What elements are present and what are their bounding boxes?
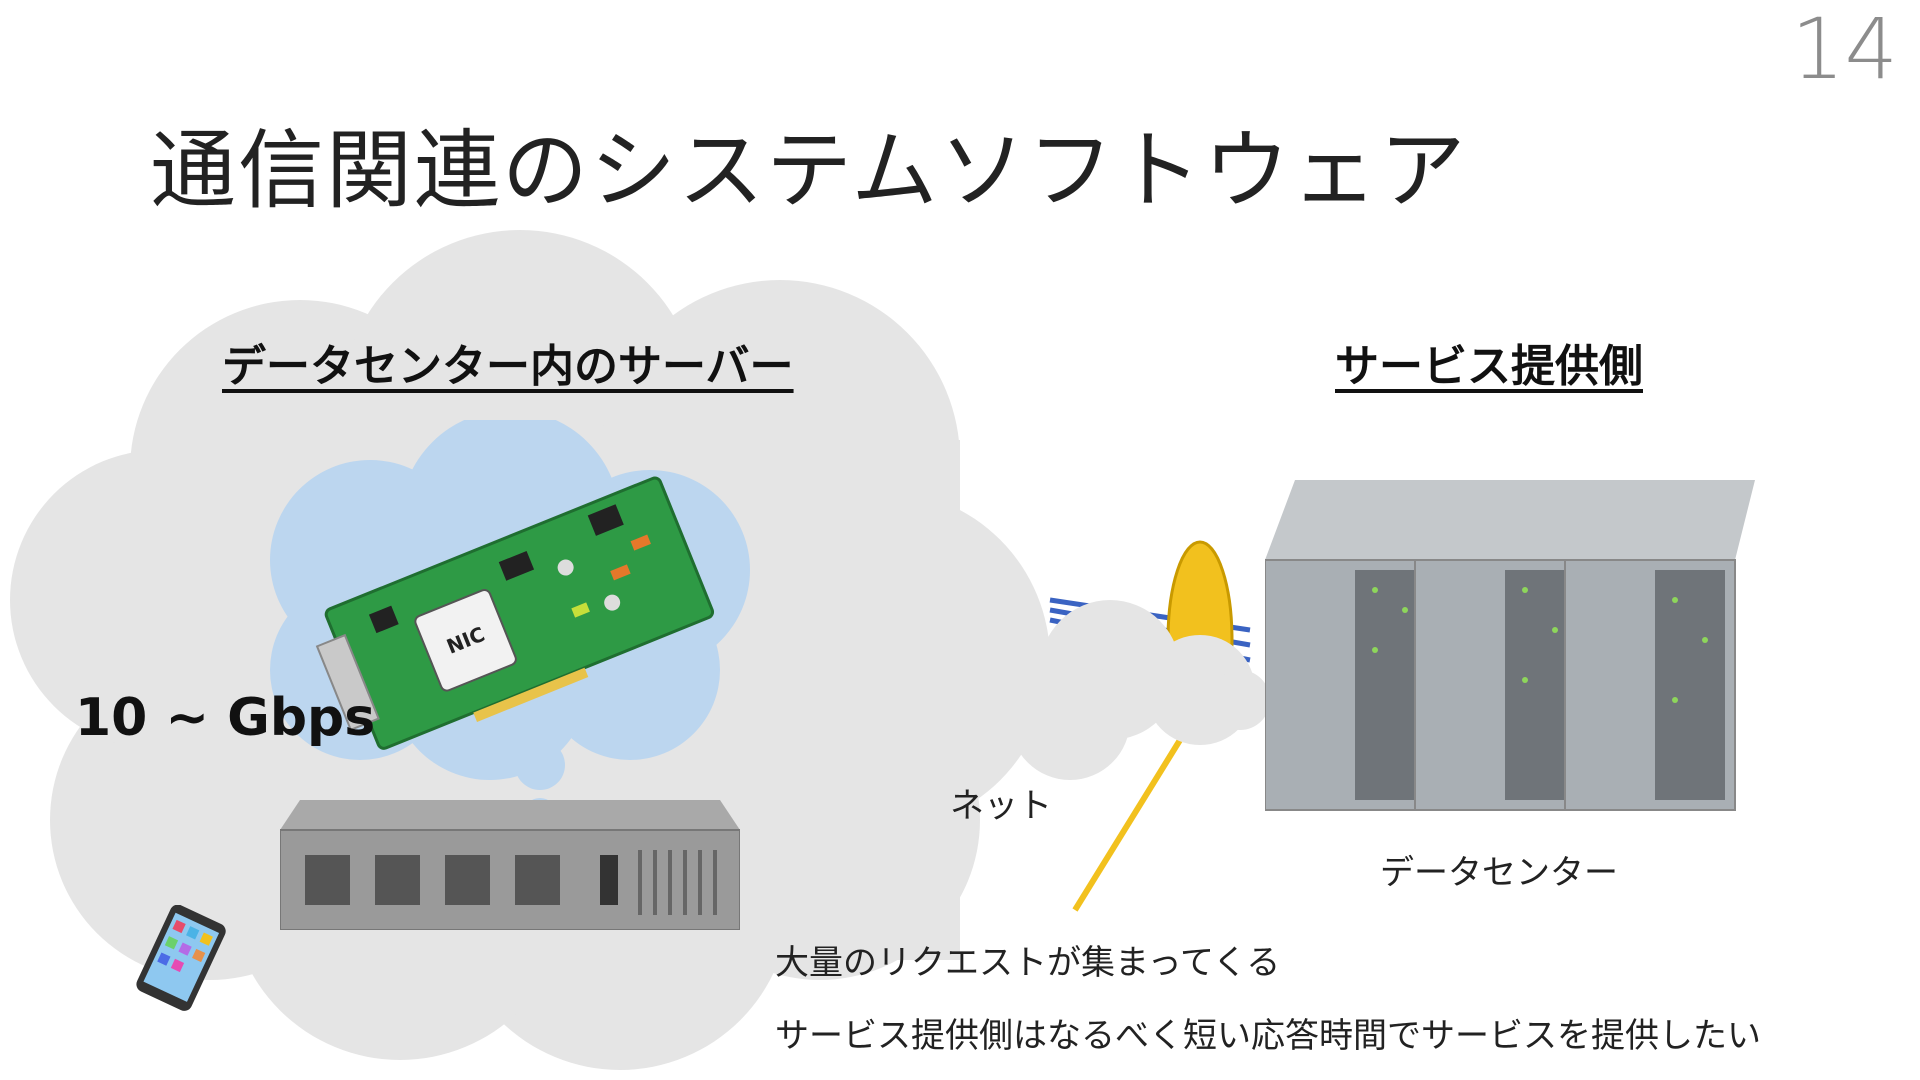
tablet-icon <box>136 905 226 1011</box>
server-tower-3 <box>1564 480 1755 811</box>
nic-card-icon: NIC <box>315 476 715 750</box>
nic-speed-label: 10 ~ Gbps <box>75 688 376 748</box>
server-heading: データセンター内のサーバー <box>222 341 794 392</box>
server-tower-1 <box>1265 480 1455 811</box>
service-heading: サービス提供側 <box>1335 341 1643 392</box>
page-number: 14 <box>1791 0 1898 98</box>
nic-thought-bubble: NIC <box>270 420 750 832</box>
bullet-line-1: 大量のリクエストが集まってくる <box>775 943 1281 983</box>
page-title: 通信関連のシステムソフトウェア <box>150 121 1468 221</box>
datacenter-servers-icon <box>1265 480 1755 811</box>
server-tower-2 <box>1414 480 1605 811</box>
bullet-line-2: サービス提供側はなるべく短い応答時間でサービスを提供したい <box>775 1016 1761 1056</box>
datacenter-label: データセンター <box>1380 853 1618 893</box>
internet-label: ネット <box>950 786 1052 826</box>
rack-server-icon <box>280 800 740 930</box>
